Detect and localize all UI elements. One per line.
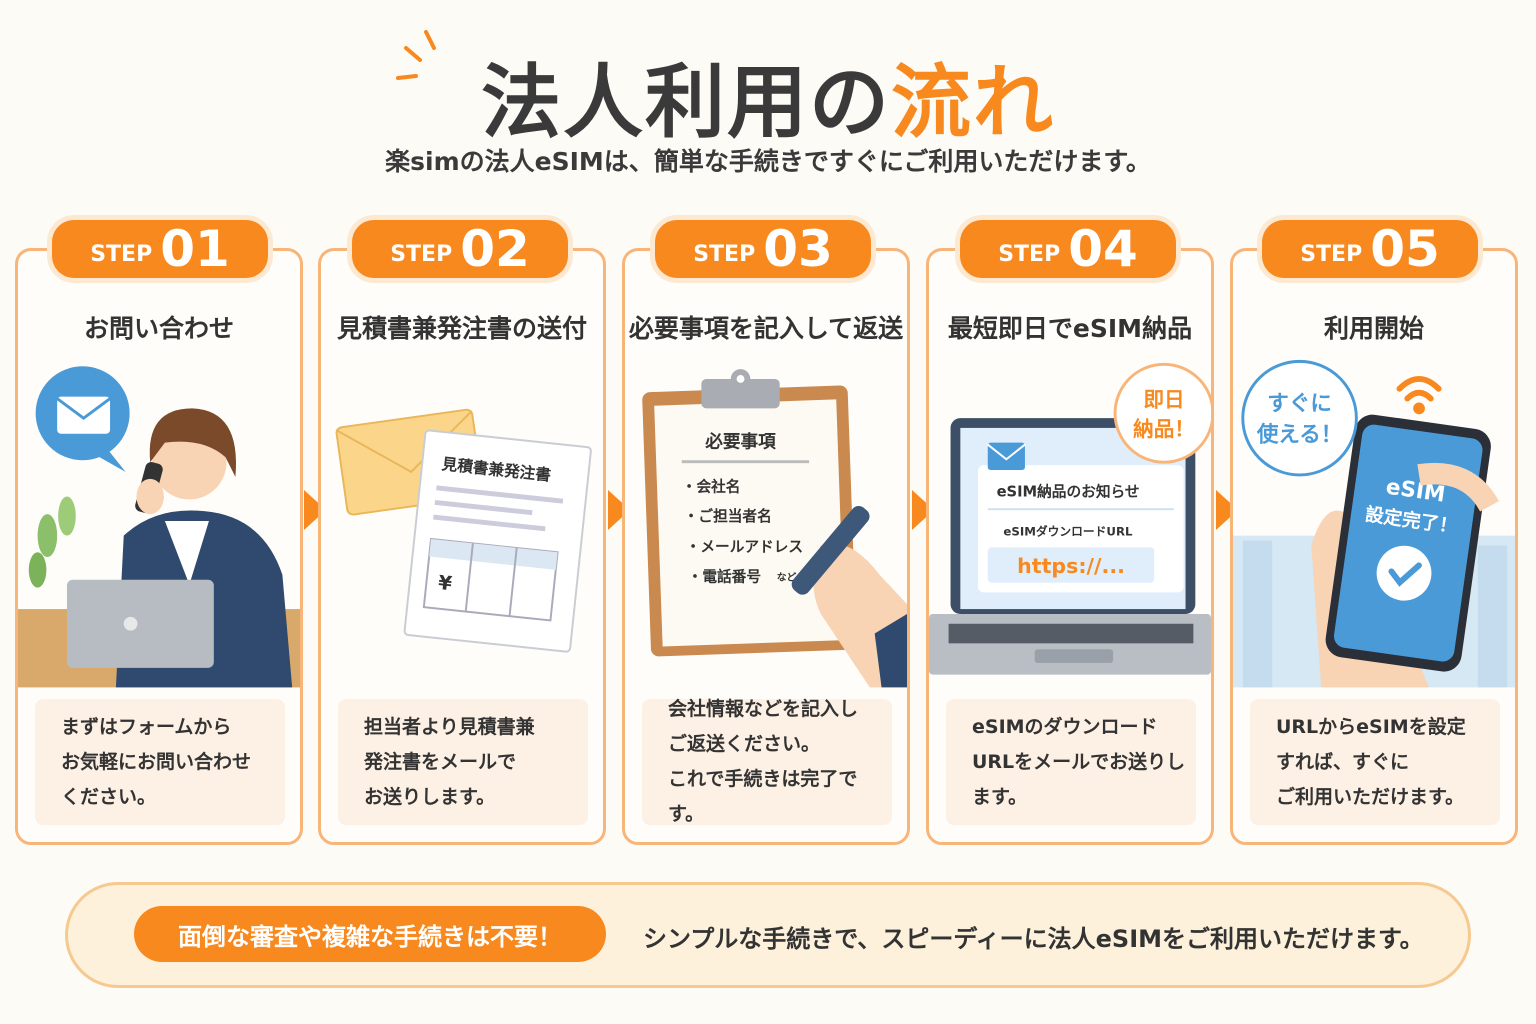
ready-bubble: すぐに 使える！ — [1241, 359, 1358, 477]
clipboard-item: ・会社名 — [682, 478, 741, 496]
desc-line: ご返送ください。 — [668, 733, 821, 755]
mail-icon — [987, 442, 1025, 471]
step-title: 利用開始 — [1323, 314, 1424, 343]
desc-line: URLからeSIMを設定 — [1276, 715, 1466, 738]
plant-icon — [28, 496, 76, 588]
woman-on-phone-illustration — [18, 366, 300, 688]
clipboard-illustration: 必要事項 ・会社名 ・ご担当者名 ・メールアドレス ・電話番号 など — [642, 369, 907, 688]
step-badge-3: STEP 03 — [655, 220, 871, 278]
step-badge-4: STEP 04 — [960, 220, 1176, 278]
pen-icon — [791, 505, 870, 595]
desc-line: これで手続きは完了です。 — [668, 768, 858, 825]
step-card-3: 必要事項を記入して返送 必要事項 ・会社名 ・ご担当者名 ・メールアドレス ・電… — [622, 248, 910, 845]
step-title: 見積書兼発注書の送付 — [336, 314, 587, 343]
desc-line: お送りします。 — [364, 785, 496, 808]
step-card-5: 利用開始 eSIM 設定完了！ すぐに 使える！ URLからeSIMを設定 すれ… — [1230, 248, 1518, 845]
step-description: 担当者より見積書兼 発注書をメールで お送りします。 — [338, 699, 588, 825]
clipboard-etc: など — [777, 571, 797, 584]
step-badge-5: STEP 05 — [1262, 220, 1478, 278]
spark-icon — [396, 30, 436, 80]
phone-esim-illustration: eSIM 設定完了！ すぐに 使える！ — [1233, 359, 1515, 688]
clipboard-item: ・電話番号 — [688, 568, 761, 586]
step-number: 04 — [1068, 220, 1138, 278]
step-description: まずはフォームから お気軽にお問い合わせ ください。 — [35, 699, 285, 825]
desc-line: 担当者より見積書兼 — [364, 715, 535, 738]
step-label: STEP — [1300, 241, 1363, 267]
title-main: 法人利用の — [481, 56, 891, 149]
yen-symbol: ¥ — [437, 571, 453, 595]
step-number: 05 — [1370, 220, 1440, 278]
clipboard-item: ・ご担当者名 — [684, 507, 772, 525]
step-card-1: お問い合わせ まずはフォームから お気軽にお問い合わせ ください。 — [15, 248, 303, 845]
clipboard-heading: 必要事項 — [704, 432, 776, 453]
wifi-icon — [1396, 376, 1442, 415]
mail-title: eSIM納品のお知らせ — [997, 482, 1140, 500]
clip-icon — [701, 378, 780, 409]
desc-line: ご利用いただけます。 — [1276, 785, 1465, 808]
bubble-line: すぐに — [1267, 391, 1332, 416]
page-subtitle: 楽simの法人eSIMは、簡単な手続きですぐにご利用いただけます。 — [385, 147, 1151, 176]
page-title: 法人利用の流れ — [0, 38, 1536, 154]
desc-line: すれば、すぐに — [1276, 750, 1410, 773]
desc-line: 発注書をメールで — [364, 750, 517, 773]
banner-text: シンプルな手続きで、スピーディーに法人eSIMをご利用いただけます。 — [643, 925, 1424, 953]
bottom-banner: 面倒な審査や複雑な手続きは不要！ シンプルな手続きで、スピーディーに法人eSIM… — [65, 882, 1471, 988]
step-number: 01 — [160, 220, 230, 278]
title-accent: 流れ — [891, 56, 1055, 149]
step-badge-2: STEP 02 — [352, 220, 568, 278]
bubble-line: 使える！ — [1256, 423, 1342, 448]
step-badge-1: STEP 01 — [52, 220, 268, 278]
quote-document-illustration: 見積書兼発注書 ¥ — [335, 408, 592, 653]
desc-line: URLをメールでお送りします。 — [972, 750, 1186, 808]
step-label: STEP — [693, 241, 756, 267]
step-card-4: 最短即日でeSIM納品 eSIM納品のお知らせ eSIMダウンロードURL ht… — [926, 248, 1214, 845]
same-day-bubble: 即日 納品！ — [1113, 362, 1211, 464]
desc-line: まずはフォームから — [61, 715, 232, 738]
step-title: お問い合わせ — [83, 314, 234, 343]
download-url: https://... — [1017, 554, 1125, 578]
step-description: URLからeSIMを設定 すれば、すぐに ご利用いただけます。 — [1250, 699, 1500, 825]
bubble-line: 即日 — [1143, 387, 1184, 411]
step-title: 最短即日でeSIM納品 — [947, 314, 1193, 343]
banner-highlight: 面倒な審査や複雑な手続きは不要！ — [134, 906, 606, 962]
step-description: 会社情報などを記入し ご返送ください。 これで手続きは完了です。 — [642, 698, 892, 825]
clipboard-item: ・メールアドレス — [686, 538, 803, 555]
desc-line: お気軽にお問い合わせ — [61, 750, 252, 773]
desc-line: eSIMのダウンロード — [972, 715, 1158, 738]
step-description: eSIMのダウンロード URLをメールでお送りします。 — [946, 699, 1196, 825]
desc-line: ください。 — [61, 785, 157, 808]
step-card-2: 見積書兼発注書の送付 見積書兼発注書 ¥ 担当者より見積書兼 発注書をメールで … — [318, 248, 606, 845]
step-label: STEP — [90, 241, 153, 267]
step-number: 03 — [763, 220, 833, 278]
step-title: 必要事項を記入して返送 — [628, 314, 904, 343]
step-label: STEP — [390, 241, 453, 267]
step-number: 02 — [460, 220, 530, 278]
document-icon: 見積書兼発注書 ¥ — [403, 429, 592, 653]
url-label: eSIMダウンロードURL — [1003, 525, 1133, 539]
step-label: STEP — [998, 241, 1061, 267]
mail-bubble-icon — [35, 366, 130, 472]
check-icon — [1376, 545, 1432, 601]
bubble-line: 納品！ — [1133, 417, 1195, 441]
laptop-email-illustration: eSIM納品のお知らせ eSIMダウンロードURL https://... 即日… — [929, 362, 1211, 675]
desc-line: 会社情報などを記入し — [668, 698, 859, 720]
